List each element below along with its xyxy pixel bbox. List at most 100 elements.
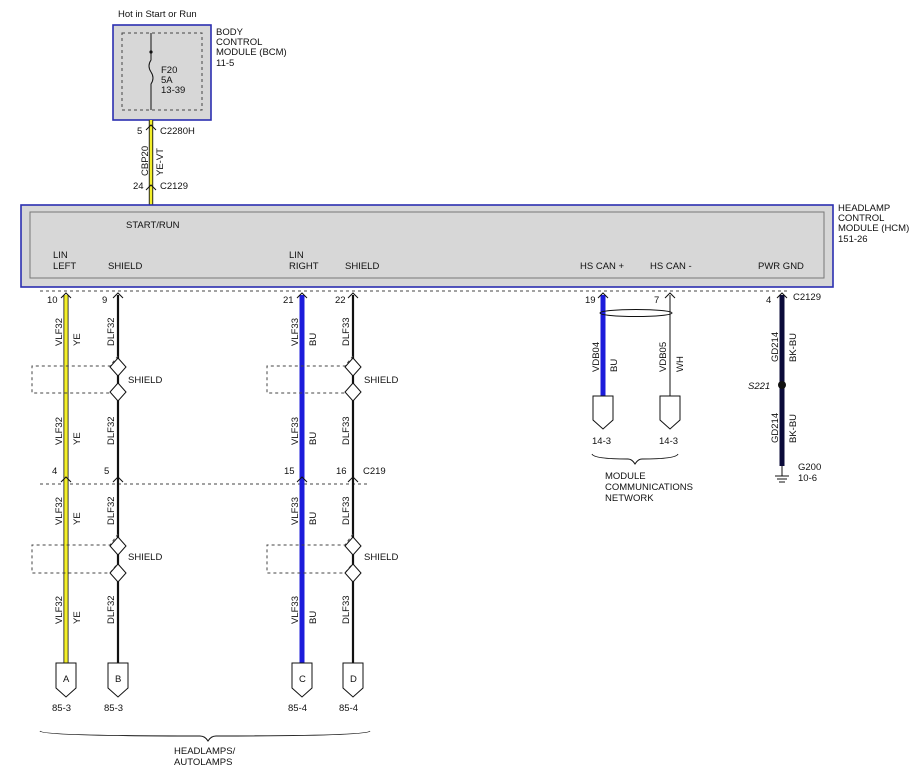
bcm-supply-label: Hot in Start or Run <box>118 9 197 20</box>
connector-chevron-icon <box>296 476 308 483</box>
shield-right-lower-outline <box>266 533 354 574</box>
lin-left-label-1: LIN <box>53 250 68 261</box>
wire-color-label: BU <box>308 333 319 346</box>
shield-diamond-icon <box>109 382 127 402</box>
shield-diamond-icon <box>344 382 362 402</box>
connector-chevron-icon <box>664 292 676 299</box>
circuit-label: DLF32 <box>106 496 117 525</box>
fuse-page-ref: 13-39 <box>161 85 185 96</box>
twisted-pair-icon <box>599 309 673 317</box>
network-label-2: COMMUNICATIONS <box>605 482 693 493</box>
bcm-lower-pin: 24 <box>133 181 144 192</box>
bcm-name-line1: BODY <box>216 27 244 38</box>
wire-color-label: WH <box>675 356 686 372</box>
pin-7: 7 <box>654 295 659 306</box>
pin-21: 21 <box>283 295 294 306</box>
terminal-b-letter: B <box>115 674 121 685</box>
circuit-label: DLF33 <box>341 317 352 346</box>
terminal-d-letter: D <box>350 674 357 685</box>
hcm-page-ref: 151-26 <box>838 234 868 245</box>
connector-chevron-icon <box>597 292 609 299</box>
bcm-name-line2: CONTROL <box>216 37 262 48</box>
circuit-label: DLF33 <box>341 416 352 445</box>
connector-chevron-icon <box>112 476 124 483</box>
pin-22: 22 <box>335 295 346 306</box>
network-label-1: MODULE <box>605 471 646 482</box>
circuit-label: VLF32 <box>54 596 65 624</box>
terminal-b-page: 85-3 <box>104 703 123 714</box>
cbp20-circuit-label: CBP20 <box>140 146 151 176</box>
circuit-label: GD214 <box>770 332 781 362</box>
connector-chevron-icon <box>145 124 157 131</box>
connector-chevron-icon <box>296 292 308 299</box>
cbp20-color-label: YE-VT <box>155 148 166 176</box>
shield-left-lower-outline <box>31 533 119 574</box>
connector-chevron-icon <box>347 476 359 483</box>
pin-a-lower: 4 <box>52 466 57 477</box>
hcm-internal-label: START/RUN <box>126 220 180 231</box>
pin-10: 10 <box>47 295 58 306</box>
fuse-rating: 5A <box>161 75 173 86</box>
pin-9: 9 <box>102 295 107 306</box>
terminal-a-page: 85-3 <box>52 703 71 714</box>
wire-color-label: YE <box>72 611 83 624</box>
hcm-name-line1: HEADLAMP <box>838 203 890 214</box>
terminal-c-icon <box>291 662 313 698</box>
wire-color-label: BU <box>308 512 319 525</box>
terminal-d-icon <box>342 662 364 698</box>
shield-diamond-icon <box>344 357 362 377</box>
circuit-label: GD214 <box>770 413 781 443</box>
lin-left-label-2: LEFT <box>53 261 76 272</box>
circuit-label: VLF32 <box>54 417 65 445</box>
hcm-name-line2: CONTROL <box>838 213 884 224</box>
pin-c-lower: 15 <box>284 466 295 477</box>
fuse-label: F20 <box>161 65 177 76</box>
circuit-label: VLF32 <box>54 318 65 346</box>
terminal-c-page: 85-4 <box>288 703 307 714</box>
circuit-label: VLF33 <box>290 497 301 525</box>
lin-right-label-1: LIN <box>289 250 304 261</box>
bcm-upper-pin: 5 <box>137 126 142 137</box>
wire-color-label: YE <box>72 333 83 346</box>
splice-label: S221 <box>748 381 770 392</box>
terminal-b-icon <box>107 662 129 698</box>
wire-color-label: BU <box>308 432 319 445</box>
shield-right-upper-outline <box>266 355 354 394</box>
shield-label-right-upper: SHIELD <box>364 375 398 386</box>
shield-label-right-lower: SHIELD <box>364 552 398 563</box>
connector-chevron-icon <box>776 292 788 299</box>
connector-chevron-icon <box>60 292 72 299</box>
bcm-page-ref: 11-5 <box>216 58 234 69</box>
circuit-label: VDB05 <box>658 342 669 372</box>
network-label-3: NETWORK <box>605 493 654 504</box>
headlamps-brace <box>39 730 371 742</box>
circuit-label: VLF32 <box>54 497 65 525</box>
bcm-upper-connector: C2280H <box>160 126 195 137</box>
terminal-a-icon <box>55 662 77 698</box>
shield-diamond-icon <box>344 563 362 583</box>
wire-color-label: BK-BU <box>788 414 799 443</box>
bcm-module-box <box>112 24 212 121</box>
terminal-c-letter: C <box>299 674 306 685</box>
wire-color-label: YE <box>72 432 83 445</box>
circuit-label: DLF33 <box>341 595 352 624</box>
fuse-icon <box>148 52 154 110</box>
gnd-connector-label: C2129 <box>793 292 821 303</box>
shield-diamond-icon <box>109 536 127 556</box>
splice-icon <box>778 381 786 389</box>
lin-right-label-2: RIGHT <box>289 261 319 272</box>
wire-color-label: BK-BU <box>788 333 799 362</box>
hs-can-plus-label: HS CAN + <box>580 261 625 272</box>
can-minus-terminal-icon <box>659 395 681 430</box>
shield-left-label: SHIELD <box>108 261 142 272</box>
pin-d-lower: 16 <box>336 466 347 477</box>
c219-connector-label: C219 <box>363 466 386 477</box>
circuit-label: VDB04 <box>591 342 602 372</box>
shield-right-label: SHIELD <box>345 261 379 272</box>
terminal-d-page: 85-4 <box>339 703 358 714</box>
hcm-name-line3: MODULE (HCM) <box>838 223 909 234</box>
circuit-label: DLF32 <box>106 595 117 624</box>
shield-diamond-icon <box>109 357 127 377</box>
